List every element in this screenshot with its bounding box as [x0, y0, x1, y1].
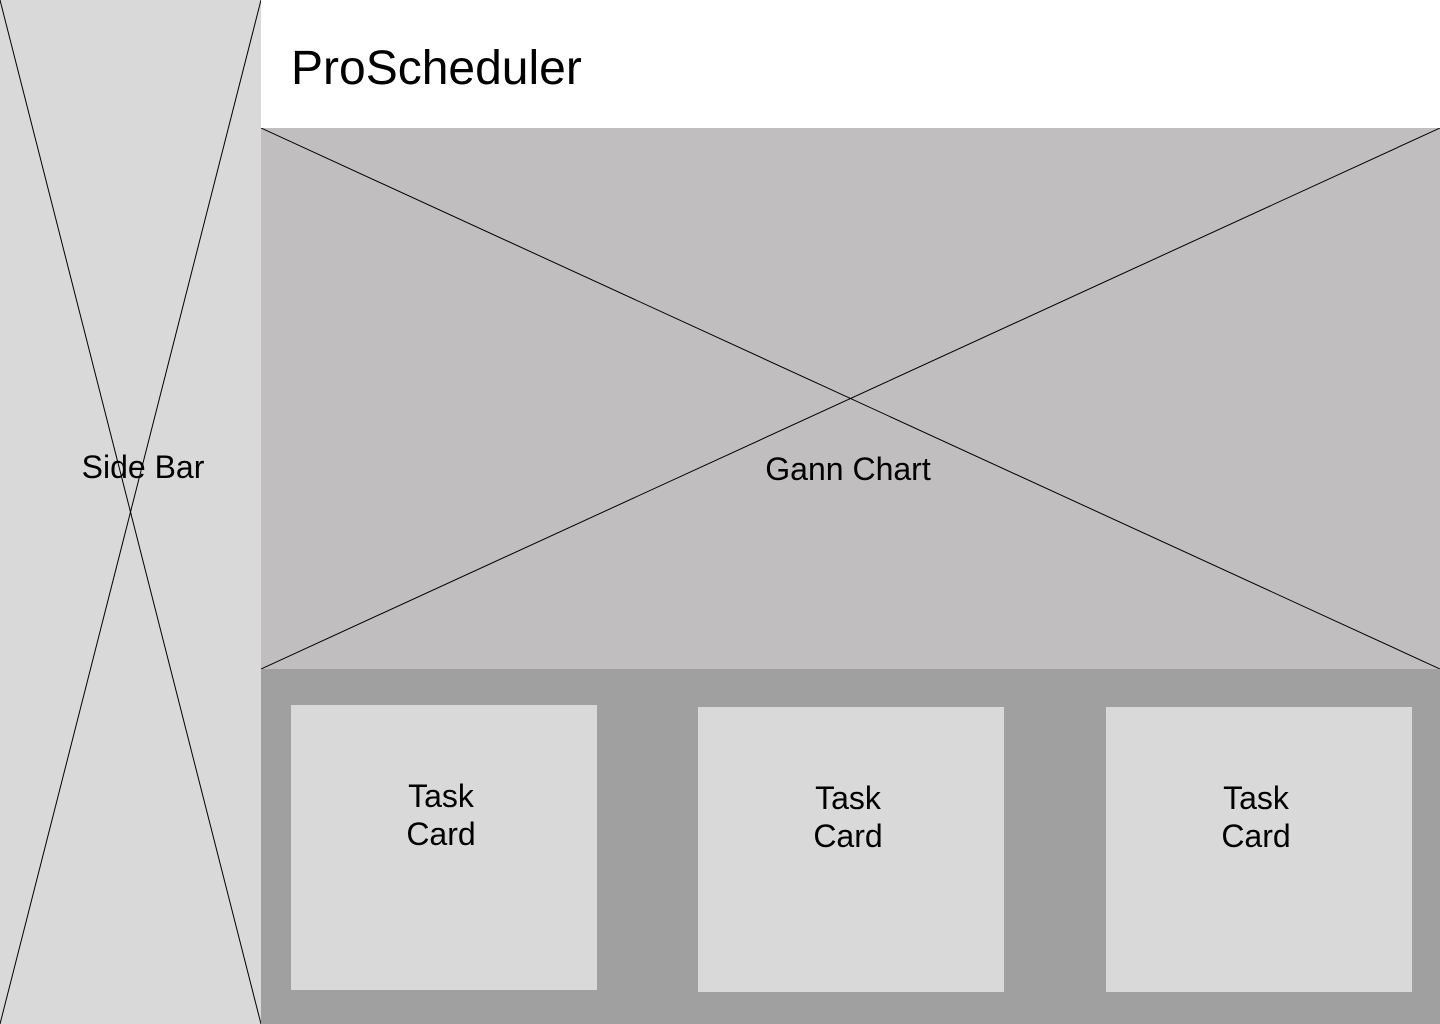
- task-card-label: Task Card: [291, 777, 591, 854]
- gantt-chart-placeholder[interactable]: Gann Chart: [261, 128, 1440, 669]
- header: ProScheduler: [261, 0, 1440, 128]
- gantt-chart-label: Gann Chart: [765, 451, 931, 487]
- task-card[interactable]: Task Card: [291, 705, 597, 990]
- task-card-label: Task Card: [1106, 779, 1406, 856]
- app-title: ProScheduler: [291, 42, 582, 95]
- task-card-label-line2: Card: [406, 816, 476, 853]
- task-card-label-line1: Task: [408, 778, 474, 814]
- task-card-label: Task Card: [698, 779, 998, 856]
- sidebar-placeholder[interactable]: Side Bar: [0, 0, 261, 1024]
- task-card[interactable]: Task Card: [698, 707, 1004, 992]
- task-card[interactable]: Task Card: [1106, 707, 1412, 992]
- task-card-tray: Task Card Task Card Task Card: [261, 669, 1440, 1024]
- task-card-label-line1: Task: [815, 780, 881, 816]
- task-card-label-line2: Card: [813, 818, 883, 855]
- sidebar-label: Side Bar: [81, 449, 205, 485]
- placeholder-cross-icon: [0, 0, 261, 1024]
- placeholder-cross-icon: [261, 128, 1440, 669]
- task-card-label-line2: Card: [1221, 818, 1291, 855]
- task-card-label-line1: Task: [1223, 780, 1289, 816]
